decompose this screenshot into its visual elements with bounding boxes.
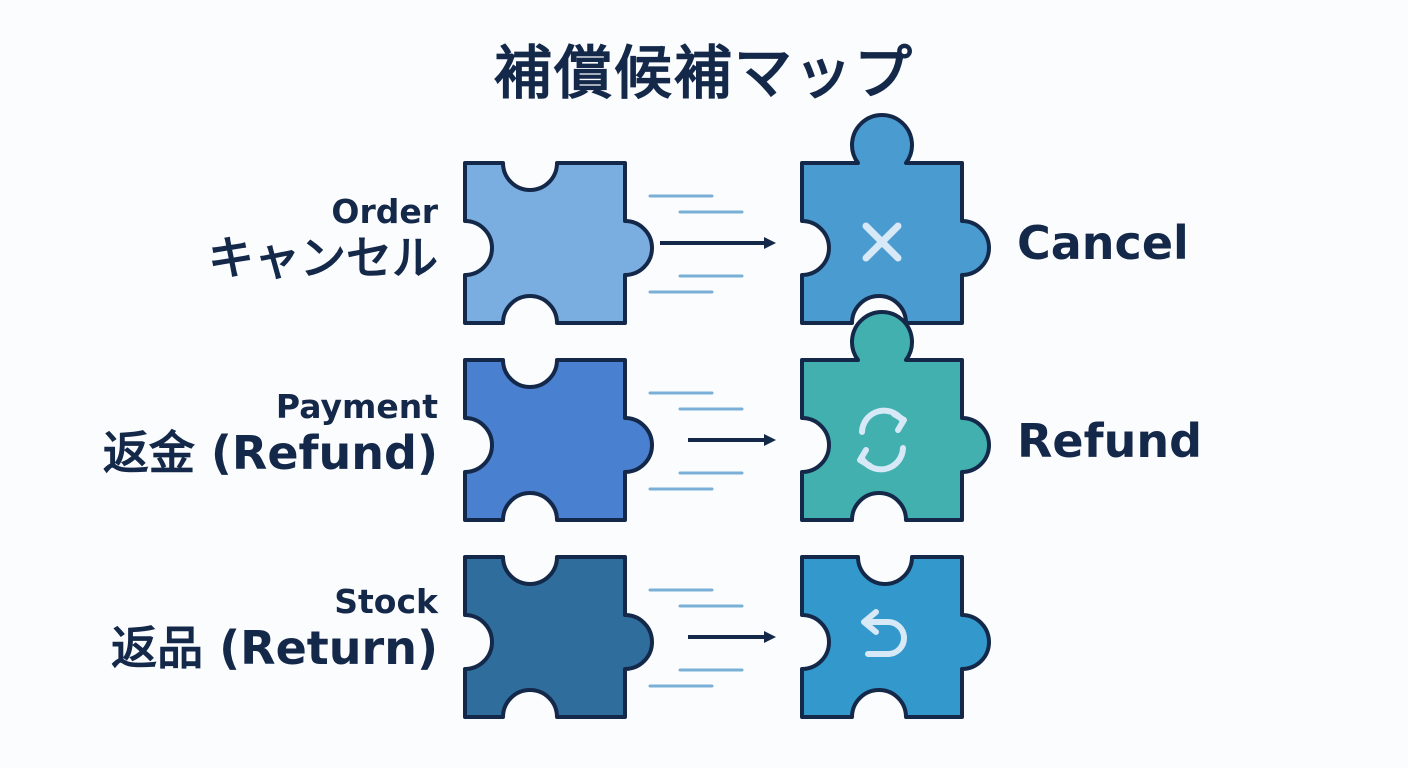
row-2-sub-label: Payment — [275, 387, 438, 426]
row-2-main-label: 返金 (Refund) — [102, 426, 438, 480]
row-1-speed-lines — [648, 194, 744, 294]
page-title: 補償候補マップ — [493, 39, 914, 107]
row-3-main-label: 返品 (Return) — [111, 621, 438, 675]
row-1-main-label: キャンセル — [208, 231, 438, 285]
row-1 — [463, 113, 991, 325]
row-1-sub-label: Order — [331, 192, 438, 231]
row-1-target-puzzle-piece — [800, 113, 991, 325]
row-3-speed-lines — [648, 588, 744, 688]
row-2-source-puzzle-piece — [463, 358, 654, 522]
row-2-speed-lines — [648, 391, 744, 491]
row-1-source-puzzle-piece — [463, 161, 654, 325]
row-2-label: Payment 返金 (Refund) — [102, 387, 438, 481]
row-2 — [463, 310, 991, 522]
row-3-source-puzzle-piece — [463, 555, 654, 719]
row-3-target-puzzle-piece — [800, 555, 991, 719]
row-1-result-label: Cancel — [1017, 216, 1189, 270]
row-3 — [463, 555, 991, 719]
row-3-sub-label: Stock — [334, 582, 438, 621]
row-1-label: Order キャンセル — [208, 192, 438, 286]
undo-return-icon — [861, 609, 907, 657]
row-2-result-label: Refund — [1017, 414, 1203, 468]
row-3-label: Stock 返品 (Return) — [111, 582, 438, 676]
refresh-cycle-icon — [857, 407, 907, 473]
cancel-x-icon — [862, 222, 902, 262]
